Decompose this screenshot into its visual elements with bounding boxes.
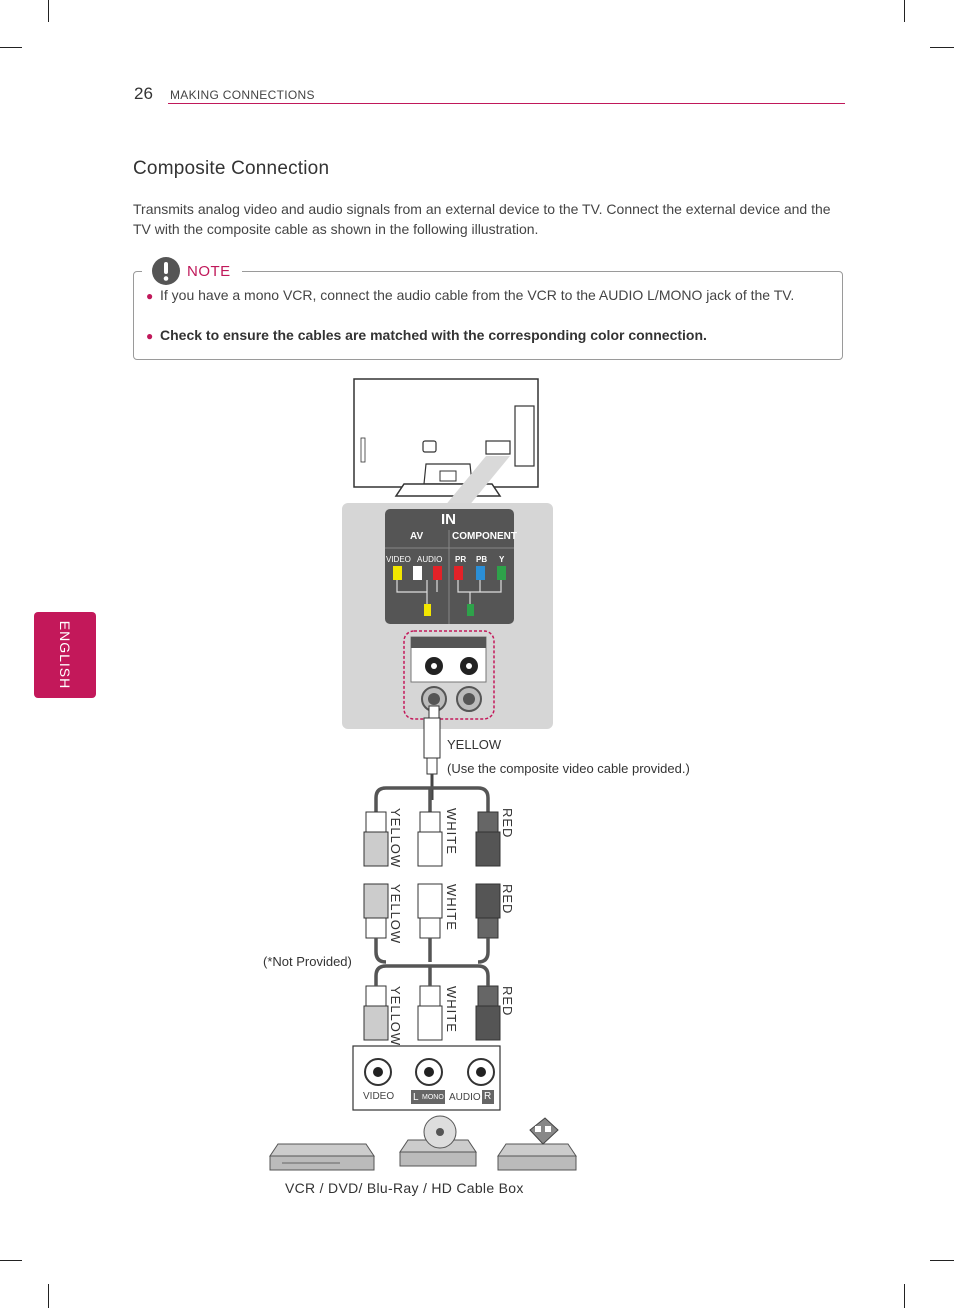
bullet-dot-icon: ● [146, 289, 154, 303]
note-bullet-2-text: Check to ensure the cables are matched w… [160, 327, 707, 343]
yellow-label-1: YELLOW [388, 808, 403, 869]
white-label-1: WHITE [444, 808, 459, 855]
dvd-illustration [399, 1115, 477, 1167]
crop-mark [930, 1260, 954, 1261]
cable-provided-note: (Use the composite video cable provided.… [447, 761, 690, 776]
red-label-3: RED [500, 986, 515, 1017]
yellow-label-2: YELLOW [388, 884, 403, 945]
crop-mark [0, 1260, 22, 1261]
cable-box-illustration [497, 1117, 577, 1171]
crop-mark [930, 47, 954, 48]
header-divider [168, 103, 845, 104]
crop-mark [0, 47, 22, 48]
white-label-3: WHITE [444, 986, 459, 1033]
pr-jack-label: PR [455, 555, 467, 564]
crop-mark [904, 1284, 905, 1308]
page-title: Composite Connection [133, 158, 330, 179]
component-label: COMPONENT [452, 531, 517, 542]
crop-mark [904, 0, 905, 22]
device-video-label: VIDEO [363, 1091, 395, 1102]
note-bullet-1: ● If you have a mono VCR, connect the au… [146, 285, 826, 306]
note-bullet-1-text: If you have a mono VCR, connect the audi… [160, 287, 795, 303]
note-box [133, 271, 843, 360]
language-tab [34, 612, 96, 698]
yellow-label-3: YELLOW [388, 986, 403, 1047]
exclamation-icon [152, 257, 180, 285]
white-label-2: WHITE [444, 884, 459, 931]
intro-paragraph: Transmits analog video and audio signals… [133, 201, 831, 237]
device-caption: VCR / DVD/ Blu-Ray / HD Cable Box [285, 1180, 524, 1196]
page-number: 26 [134, 84, 153, 103]
y-jack-label: Y [499, 555, 505, 564]
device-r-label: R [484, 1091, 492, 1102]
red-label-1: RED [500, 808, 515, 839]
crop-mark [48, 1284, 49, 1308]
bullet-dot-icon: ● [146, 329, 154, 343]
section-title: MAKING CONNECTIONS [170, 88, 315, 102]
tv-back-illustration [353, 378, 539, 497]
not-provided-label: (*Not Provided) [263, 954, 352, 969]
device-l-label: L [413, 1092, 419, 1103]
note-bullet-2: ● Check to ensure the cables are matched… [146, 325, 826, 346]
device-mono-label: MONO [422, 1094, 444, 1101]
av-label: AV [410, 531, 424, 542]
vcr-illustration [269, 1143, 375, 1171]
rca-plugs [363, 811, 501, 1041]
crop-mark [48, 0, 49, 22]
video-jack-label: VIDEO [386, 555, 411, 564]
red-label-2: RED [500, 884, 515, 915]
pb-jack-label: PB [476, 555, 488, 564]
note-label: NOTE [187, 263, 231, 280]
device-audio-label: AUDIO [449, 1092, 481, 1103]
yellow-cable-label: YELLOW [447, 737, 502, 752]
audio-jack-label: AUDIO [417, 555, 443, 564]
in-label: IN [441, 511, 456, 528]
